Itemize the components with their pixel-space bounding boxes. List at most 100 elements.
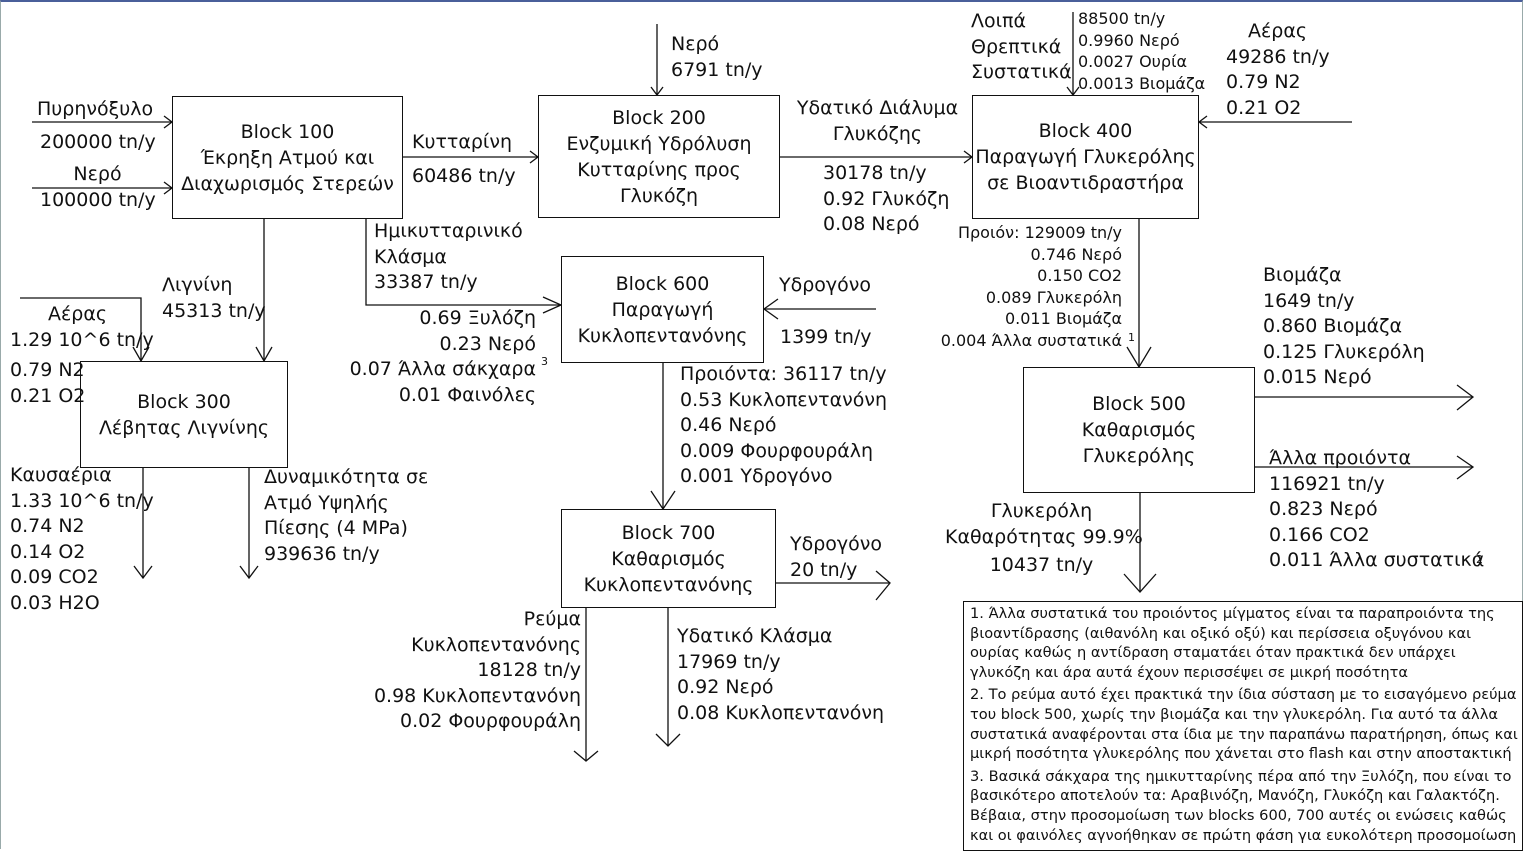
flue-co2: 0.09 CO2 <box>10 566 99 588</box>
product-400-biomass: 0.011 Βιομάζα <box>1004 309 1122 328</box>
nutrients-rate: 88500 tn/y <box>1078 9 1166 28</box>
glucose-solution-name-2: Γλυκόζης <box>832 122 923 145</box>
block-500: Block 500 Καθαρισμός Γλυκερόλης <box>1023 367 1255 493</box>
aqueous-rate: 17969 tn/y <box>677 650 781 673</box>
block-600-line-2: Κυκλοπεντανόνης <box>577 324 748 347</box>
nutrients-line-2: Θρεπτικά <box>971 35 1062 58</box>
block-200-line-3: Γλυκόζη <box>619 184 699 207</box>
label-aqueous-700: Υδατικό Κλάσμα 17969 tn/y 0.92 Νερό 0.08… <box>677 624 884 726</box>
kyttarini-rate: 60486 tn/y <box>412 165 516 187</box>
other-water: 0.823 Νερό <box>1269 498 1378 520</box>
hydrogen-700-name: Υδρογόνο <box>790 533 883 555</box>
nutrients-line-3: Συστατικά <box>971 61 1072 83</box>
kyttarini-name: Κυτταρίνη <box>412 131 513 153</box>
products-600-furfural: 0.009 Φουρφουράλη <box>680 439 874 462</box>
block-200: Block 200 Ενζυμική Υδρόλυση Κυτταρίνης π… <box>538 95 780 218</box>
aqueous-water: 0.92 Νερό <box>677 676 774 698</box>
aqueous-cyclo: 0.08 Κυκλοπεντανόνη <box>677 701 885 724</box>
hemi-water: 0.23 Νερό <box>439 332 536 355</box>
block-100-line-1: Έκρηξη Ατμού και <box>200 146 375 169</box>
lignin-name: Λιγνίνη <box>162 274 233 296</box>
aqueous-name: Υδατικό Κλάσμα <box>677 625 833 647</box>
other-name: Άλλα προιόντα <box>1269 447 1411 469</box>
cyclo-stream-name-2: Κυκλοπεντανόνης <box>411 633 581 656</box>
cyclo-stream-name-1: Ρεύμα <box>523 608 581 630</box>
products-600-cyclo: 0.53 Κυκλοπεντανόνη <box>680 388 888 411</box>
nero-200-name: Νερό <box>671 33 720 55</box>
steam-line-2: Ατμό Υψηλής <box>264 491 389 514</box>
steam-line-1: Δυναμικότητα σε <box>264 466 429 488</box>
label-air-400: Αέρας 49286 tn/y 0.79 N2 0.21 O2 <box>1226 19 1330 121</box>
footnote-1: 1. Άλλα συστατικά του προιόντος μίγματος… <box>970 605 1495 681</box>
label-nero-in: Νερό 100000 tn/y <box>40 162 156 213</box>
biomass-water: 0.015 Νερό <box>1263 366 1372 388</box>
hemi-name-2: Κλάσμα <box>374 245 447 268</box>
hemi-other-sugars: 0.07 Άλλα σάκχαρα <box>349 358 536 380</box>
hemi-phenols: 0.01 Φαινόλες <box>398 383 536 406</box>
hemi-xylose: 0.69 Ξυλόζη <box>419 307 536 329</box>
biomass-rate: 1649 tn/y <box>1263 289 1355 312</box>
product-400-glycerol: 0.089 Γλυκερόλη <box>985 287 1122 307</box>
hydrogen-600-name: Υδρογόνο <box>779 274 872 296</box>
air-300-name: Αέρας <box>48 303 108 325</box>
hydrogen-600-rate: 1399 tn/y <box>780 326 872 348</box>
label-nutrients: Λοιπά Θρεπτικά Συστατικά <box>971 9 1072 86</box>
block-200-line-1: Ενζυμική Υδρόλυση <box>566 132 752 155</box>
nutrients-biomass: 0.0013 Βιομάζα <box>1078 73 1206 93</box>
footnote-marker-3: 3 <box>541 355 548 368</box>
label-hemi-values: 0.69 Ξυλόζη 0.23 Νερό 0.07 Άλλα σάκχαρα … <box>330 306 536 408</box>
label-air-300-comp: 0.79 N2 0.21 O2 <box>10 358 85 409</box>
label-flue-gas: Καυσαέρια 1.33 10^6 tn/y 0.74 N2 0.14 O2… <box>10 463 154 616</box>
label-hydrogen-700: Υδρογόνο 20 tn/y <box>790 532 882 583</box>
flue-rate: 1.33 10^6 tn/y <box>10 489 154 512</box>
steam-line-3: Πίεσης (4 MPa) <box>264 517 408 539</box>
label-glucose-values: 30178 tn/y 0.92 Γλυκόζη 0.08 Νερό <box>823 161 949 238</box>
pyrinoxylo-rate: 200000 tn/y <box>40 131 156 153</box>
glucose-rate: 30178 tn/y <box>823 162 927 184</box>
label-hydrogen-600: Υδρογόνο <box>779 273 871 299</box>
biomass-name: Βιομάζα <box>1263 264 1342 286</box>
air-400-rate: 49286 tn/y <box>1226 45 1330 68</box>
steam-rate: 939636 tn/y <box>264 542 380 565</box>
label-kyttarini: Κυτταρίνη 60486 tn/y <box>412 125 516 193</box>
air-400-n2: 0.79 N2 <box>1226 71 1301 93</box>
air-400-o2: 0.21 O2 <box>1226 96 1302 119</box>
glucose-solution-name-1: Υδατικό Διάλυμα <box>796 97 959 119</box>
block-200-line-2: Κυτταρίνης προς <box>577 158 741 181</box>
hemi-name-1: Ημικυτταρινικό <box>374 220 523 242</box>
air-400-name: Αέρας <box>1248 20 1308 42</box>
water-fraction: 0.08 Νερό <box>823 213 920 235</box>
nutrients-urea: 0.0027 Ουρία <box>1078 52 1188 71</box>
nero-200-rate: 6791 tn/y <box>671 58 763 81</box>
block-200-title: Block 200 <box>612 106 706 129</box>
air-300-rate: 1.29 10^6 tn/y <box>10 328 154 351</box>
block-600: Block 600 Παραγωγή Κυκλοπεντανόνης <box>561 256 764 363</box>
products-600-hydrogen: 0.001 Υδρογόνο <box>680 465 833 487</box>
block-700-line-2: Κυκλοπεντανόνης <box>583 573 754 596</box>
block-400-title: Block 400 <box>1038 120 1133 142</box>
lignin-rate: 45313 tn/y <box>162 299 266 322</box>
air-300-n2: 0.79 N2 <box>10 359 85 381</box>
biomass-glycerol: 0.125 Γλυκερόλη <box>1263 340 1425 363</box>
block-700: Block 700 Καθαρισμός Κυκλοπεντανόνης <box>561 509 776 608</box>
product-400-co2: 0.150 CO2 <box>1037 266 1122 285</box>
footnote-marker-1: 1 <box>1128 331 1135 344</box>
hemi-phenols-row: 0.01 Φαινόλες <box>330 383 536 409</box>
cyclo-stream-rate: 18128 tn/y <box>477 659 581 681</box>
glucose-fraction: 0.92 Γλυκόζη <box>823 187 950 210</box>
glycerol-purity: Καθαρότητας 99.9% <box>945 525 1143 548</box>
other-rest: 0.011 Άλλα συστατικά <box>1269 549 1485 571</box>
block-100: Block 100 Έκρηξη Ατμού και Διαχωρισμός Σ… <box>172 96 403 219</box>
footnote-3: 3. Βασικά σάκχαρα της ημικυτταρίνης πέρα… <box>970 767 1517 844</box>
label-product-400: Προιόν: 129009 tn/y 0.746 Νερό 0.150 CO2… <box>940 222 1122 351</box>
footnote-2: 2. Το ρεύμα αυτό έχει πρακτικά την ίδια … <box>970 686 1518 763</box>
hemi-rate: 33387 tn/y <box>374 271 478 293</box>
product-400-other: 0.004 Άλλα συστατικά <box>940 330 1122 350</box>
arrow-air-300 <box>20 297 142 361</box>
block-500-line-1: Καθαρισμός Γλυκερόλης <box>1081 419 1197 467</box>
label-cyclo-stream: Ρεύμα Κυκλοπεντανόνης 18128 tn/y 0.98 Κυ… <box>360 607 581 735</box>
block-400: Block 400 Παραγωγή Γλυκερόλης σε Βιοαντι… <box>972 95 1199 219</box>
label-hemicellulose: Ημικυτταρινικό Κλάσμα 33387 tn/y <box>374 219 523 296</box>
air-300-o2: 0.21 O2 <box>10 384 86 407</box>
